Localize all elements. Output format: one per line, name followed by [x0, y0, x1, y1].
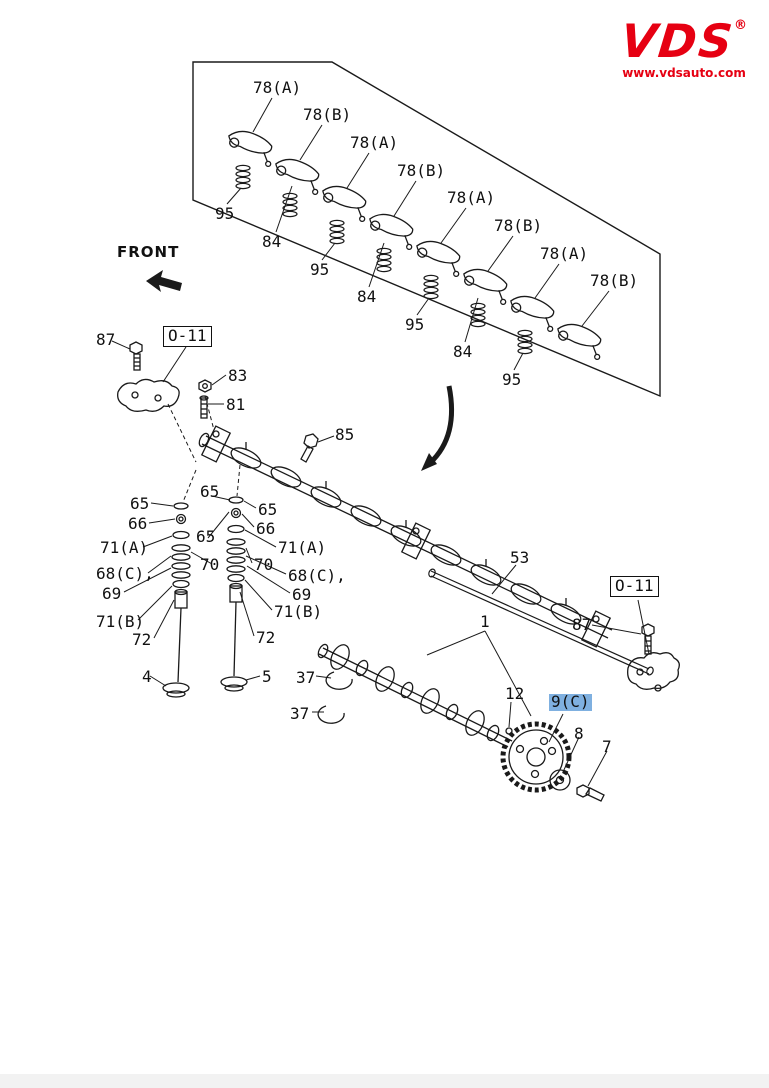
part-number-label: 71(A) — [100, 538, 149, 557]
view-ref-label: O-11 — [610, 576, 659, 597]
left-bracket-leaders — [111, 340, 227, 463]
callout-pointer-arrow — [421, 385, 454, 471]
part-number-label: 66 — [128, 514, 148, 533]
callout-leader-lines — [226, 97, 610, 371]
part-number-label: 71(B) — [96, 612, 145, 631]
part-number-label: 70 — [254, 555, 274, 574]
part-number-label: 84 — [357, 287, 377, 306]
view-ref-label: O-11 — [163, 326, 212, 347]
page-bottom-strip — [0, 1074, 769, 1088]
part-number-label: 68(C), — [288, 566, 346, 585]
part-number-label: 87 — [572, 615, 592, 634]
valve-train-right — [220, 464, 248, 692]
part-number-label: 69 — [292, 585, 312, 604]
part-number-label: 78(A) — [447, 188, 496, 207]
camshaft-assembly — [317, 643, 605, 802]
camshaft-leaders — [426, 630, 608, 787]
logo-website: www.vdsauto.com — [622, 66, 746, 80]
part-number-label: 70 — [200, 555, 220, 574]
part-number-label: 1 — [480, 612, 490, 631]
logo: VDS® www.vdsauto.com — [618, 14, 747, 80]
part-number-label: 78(B) — [303, 105, 352, 124]
part-number-label: 65 — [196, 527, 216, 546]
part-number-label: 8 — [574, 724, 584, 743]
part-number-label: 87 — [96, 330, 116, 349]
front-label: FRONT — [117, 243, 180, 261]
part-number-label: 4 — [142, 667, 152, 686]
part-number-label: 83 — [228, 366, 248, 385]
valve-train-left — [162, 469, 197, 698]
part-number-label: 7 — [602, 737, 612, 756]
part-number-label: 37 — [290, 704, 310, 723]
part-number-label: 78(B) — [590, 271, 639, 290]
rocker-shaft-assembly — [198, 425, 613, 648]
part-number-label: 81 — [226, 395, 246, 414]
part-number-label: 69 — [102, 584, 122, 603]
part-number-label: 84 — [262, 232, 282, 251]
part-number-label: 84 — [453, 342, 473, 361]
part-number-label: 78(A) — [350, 133, 399, 152]
part-number-label: 71(B) — [274, 602, 323, 621]
part-number-label: 9(C) — [549, 692, 592, 711]
valve-train-leaders — [123, 495, 291, 687]
part-number-label: 53 — [510, 548, 530, 567]
part-number-label: 95 — [502, 370, 522, 389]
part-number-label: 71(A) — [278, 538, 327, 557]
part-number-label: 95 — [310, 260, 330, 279]
front-arrow — [146, 270, 182, 292]
part-number-label: 78(B) — [494, 216, 543, 235]
part-number-label: 68(C), — [96, 564, 154, 583]
part-number-label: 65 — [258, 500, 278, 519]
rod-53 — [428, 564, 654, 676]
part-number-label: 72 — [132, 630, 152, 649]
part-number-label: 78(B) — [397, 161, 446, 180]
part-number-label: 65 — [200, 482, 220, 501]
part-number-label: 95 — [215, 204, 235, 223]
part-number-label: 66 — [256, 519, 276, 538]
rocker-arm-callout-box — [192, 61, 661, 398]
left-mount-bracket — [117, 341, 212, 419]
part-number-label: 37 — [296, 668, 316, 687]
right-mount-bracket — [591, 599, 680, 692]
part-number-label: 72 — [256, 628, 276, 647]
part-number-label: 5 — [262, 667, 272, 686]
bearing-shells-37 — [312, 671, 353, 724]
part-number-label: 78(A) — [253, 78, 302, 97]
bolt-85 — [300, 433, 335, 463]
part-number-label: 65 — [130, 494, 150, 513]
part-number-label: 12 — [505, 684, 525, 703]
logo-registered-mark: ® — [734, 18, 747, 33]
part-number-label: 85 — [335, 425, 355, 444]
part-number-label: 78(A) — [540, 244, 589, 263]
part-number-label: 95 — [405, 315, 425, 334]
